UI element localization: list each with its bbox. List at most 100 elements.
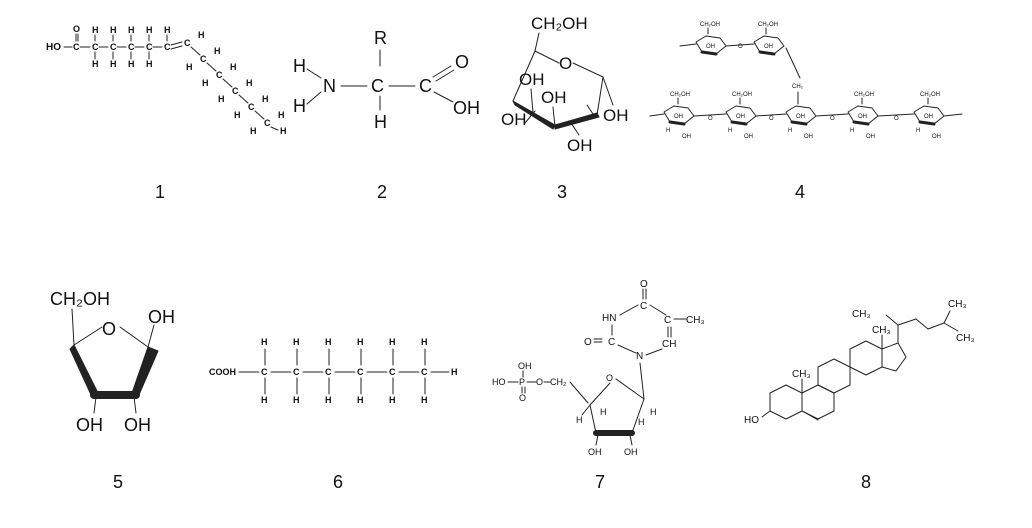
label-2: 2 [376,182,388,202]
structure-1-fatty-acid: HO O C C H H C H H C H H C H H C H C H C [46,24,287,136]
svg-text:O: O [536,377,543,387]
svg-text:O: O [769,116,774,122]
svg-text:H: H [325,395,332,405]
svg-text:H: H [650,407,657,417]
svg-text:OH: OH [858,114,867,120]
svg-text:P: P [519,377,525,387]
svg-text:OH: OH [924,114,933,120]
svg-text:CH₃: CH₃ [956,333,975,344]
svg-text:H: H [600,407,607,417]
svg-text:H: H [576,415,583,425]
s7-base: O C HN C CH₃ C O N CH [584,279,705,362]
svg-text:CH₂OH: CH₂OH [531,14,588,33]
svg-text:OH: OH [567,136,593,155]
svg-text:HO: HO [744,415,759,426]
svg-text:H: H [451,367,458,377]
svg-text:HO: HO [492,377,506,387]
svg-text:R: R [374,28,387,48]
svg-text:C: C [146,42,153,52]
svg-text:H: H [146,25,153,35]
svg-text:O: O [894,116,899,122]
structure-3-glucose: CH₂OH O OH OH OH OH OH [501,14,629,155]
svg-text:H: H [164,25,171,35]
svg-text:C: C [419,76,432,96]
svg-text:H: H [214,46,221,56]
svg-text:H: H [788,128,792,134]
svg-text:C: C [200,54,207,64]
label-1: 1 [154,182,166,202]
svg-text:C: C [248,102,255,112]
label-6: 6 [332,472,344,492]
svg-text:H: H [389,395,396,405]
svg-text:O: O [830,116,835,122]
svg-text:H: H [250,126,257,136]
svg-text:C: C [664,315,671,326]
svg-text:H: H [357,337,364,347]
svg-text:CH₂OH: CH₂OH [758,22,778,28]
svg-text:H: H [198,30,205,40]
svg-text:O: O [640,279,648,290]
svg-text:CH: CH [662,339,676,350]
svg-text:CH₃: CH₃ [852,309,871,320]
svg-text:C: C [261,367,268,377]
svg-text:H: H [92,59,99,69]
svg-text:H: H [666,128,670,134]
svg-text:O: O [519,393,526,403]
s1-ho: HO [46,42,61,53]
svg-text:C: C [216,70,223,80]
svg-text:C: C [640,301,647,312]
label-5: 5 [112,472,124,492]
svg-text:OH: OH [519,70,545,89]
svg-text:H: H [202,78,209,88]
svg-text:H: H [234,110,241,120]
svg-text:C: C [325,367,332,377]
svg-text:O: O [606,373,613,383]
svg-text:N: N [636,351,643,362]
structure-7-nucleotide: O C HN C CH₃ C O N CH O H H H H OH OH [492,279,705,457]
svg-text:OH: OH [501,110,527,129]
svg-text:CH₂OH: CH₂OH [50,289,110,309]
s4-top-ring-2: CH₂OH OH [752,22,786,56]
svg-text:H: H [357,395,364,405]
svg-text:H: H [389,337,396,347]
svg-text:C: C [421,367,428,377]
svg-text:OH: OH [148,307,175,327]
svg-text:OH: OH [744,134,753,140]
structure-4-branched-polysaccharide: CH₂OH OH CH₂OH OH O CH₂ CH₂OH OH CH₂OH O… [649,22,963,140]
svg-text:CH₂OH: CH₂OH [700,22,720,28]
svg-text:OH: OH [674,114,683,120]
structure-8-cholesterol: CH₃ CH₃ CH₃ CH₃ CH₃ HO [744,299,975,426]
s7-phosphate: OH HO P O CH₂ O [492,361,589,404]
svg-text:H: H [374,112,387,132]
svg-text:O: O [584,337,592,348]
svg-text:C: C [357,367,364,377]
s8-rings [761,310,959,421]
svg-text:H: H [92,25,99,35]
svg-text:H: H [293,96,306,116]
svg-text:CH₂OH: CH₂OH [670,92,690,98]
label-8: 8 [860,472,872,492]
label-4: 4 [794,182,806,202]
svg-text:CH₂OH: CH₂OH [732,92,752,98]
s7-sugar: O H H H H OH OH [576,373,657,457]
svg-text:CH₃: CH₃ [948,299,967,310]
svg-text:HN: HN [602,313,616,324]
svg-text:OH: OH [866,134,875,140]
svg-text:H: H [262,94,269,104]
svg-text:C: C [232,86,239,96]
svg-text:OH: OH [588,447,602,457]
s1-carboxyl: O C [73,24,80,52]
svg-text:H: H [261,395,268,405]
label-3: 3 [556,182,568,202]
svg-text:C: C [164,42,171,52]
s4-top-ring-1: CH₂OH OH [694,22,728,56]
svg-text:H: H [280,126,287,136]
svg-text:CH₃: CH₃ [686,315,705,326]
s1-chain-diagonal: C H C H H C H H C H H C H H C H H H [184,30,287,136]
svg-text:C: C [92,42,99,52]
svg-text:O: O [559,54,572,73]
label-7: 7 [594,472,606,492]
svg-text:O: O [102,319,116,339]
svg-text:O: O [455,52,469,72]
svg-text:O: O [73,24,80,34]
